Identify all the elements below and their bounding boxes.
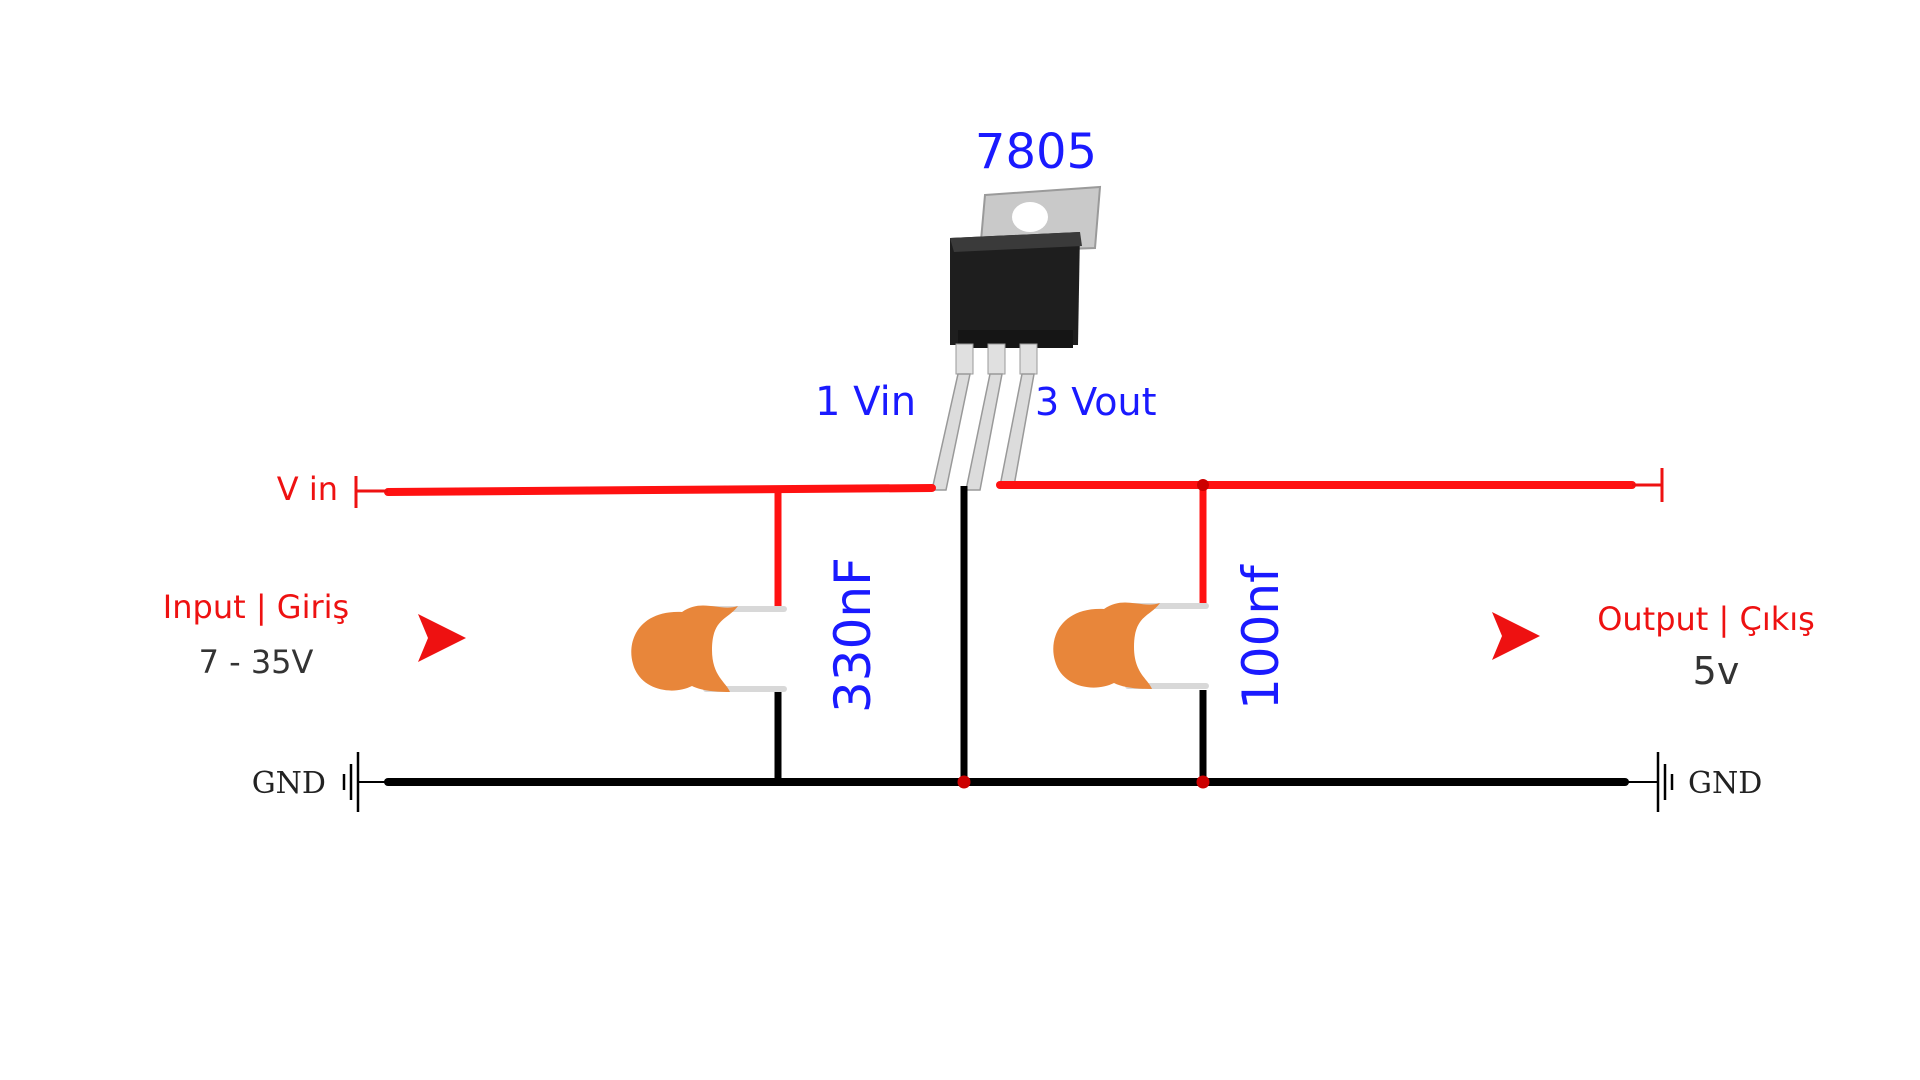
c2-body <box>1053 602 1160 689</box>
gnd-label-right: GND <box>1688 766 1762 801</box>
output-voltage: 5v <box>1693 649 1740 693</box>
pin-1-label: 1 Vin <box>815 379 916 425</box>
c2-value-label: 100nf <box>1232 564 1290 710</box>
c1-body <box>631 605 738 692</box>
pin-3-label: 3 Vout <box>1035 380 1157 424</box>
output-annotation: Output | Çıkış 5v <box>1492 600 1815 693</box>
output-title: Output | Çıkış <box>1597 600 1815 638</box>
capacitor-330nf: 330nF <box>631 557 882 713</box>
pin-2-gnd <box>965 373 1003 491</box>
vin-rail-label: V in <box>277 470 338 508</box>
junction-dot-regulator-ground <box>957 775 971 789</box>
ground-symbol-right: GND <box>1625 752 1762 812</box>
input-flow-arrow-icon <box>418 614 466 662</box>
input-terminal: V in <box>277 470 388 508</box>
output-flow-arrow-icon <box>1492 612 1540 660</box>
regulator-part-label: 7805 <box>975 124 1097 180</box>
regulator-7805: 7805 1 Vin 3 Vout <box>815 124 1157 491</box>
input-voltage-range: 7 - 35V <box>199 643 314 681</box>
capacitor-100nf: 100nf <box>1053 564 1290 710</box>
junction-dot-c2-ground <box>1196 775 1210 789</box>
junction-dot-output-rail <box>1197 479 1209 491</box>
output-terminal <box>1632 468 1664 502</box>
pin-1-vin <box>931 373 971 491</box>
gnd-label-left: GND <box>252 766 326 801</box>
pin-3-vout <box>999 373 1035 487</box>
input-annotation: Input | Giriş 7 - 35V <box>163 588 466 681</box>
regulator-mounting-hole <box>1012 202 1048 232</box>
ground-symbol-left: GND <box>252 752 388 812</box>
input-title: Input | Giriş <box>163 588 349 626</box>
regulator-body <box>950 232 1080 345</box>
regulator-pins <box>931 343 1038 491</box>
wires <box>384 479 1636 789</box>
c1-value-label: 330nF <box>824 557 882 713</box>
input-positive-wire <box>384 484 936 496</box>
